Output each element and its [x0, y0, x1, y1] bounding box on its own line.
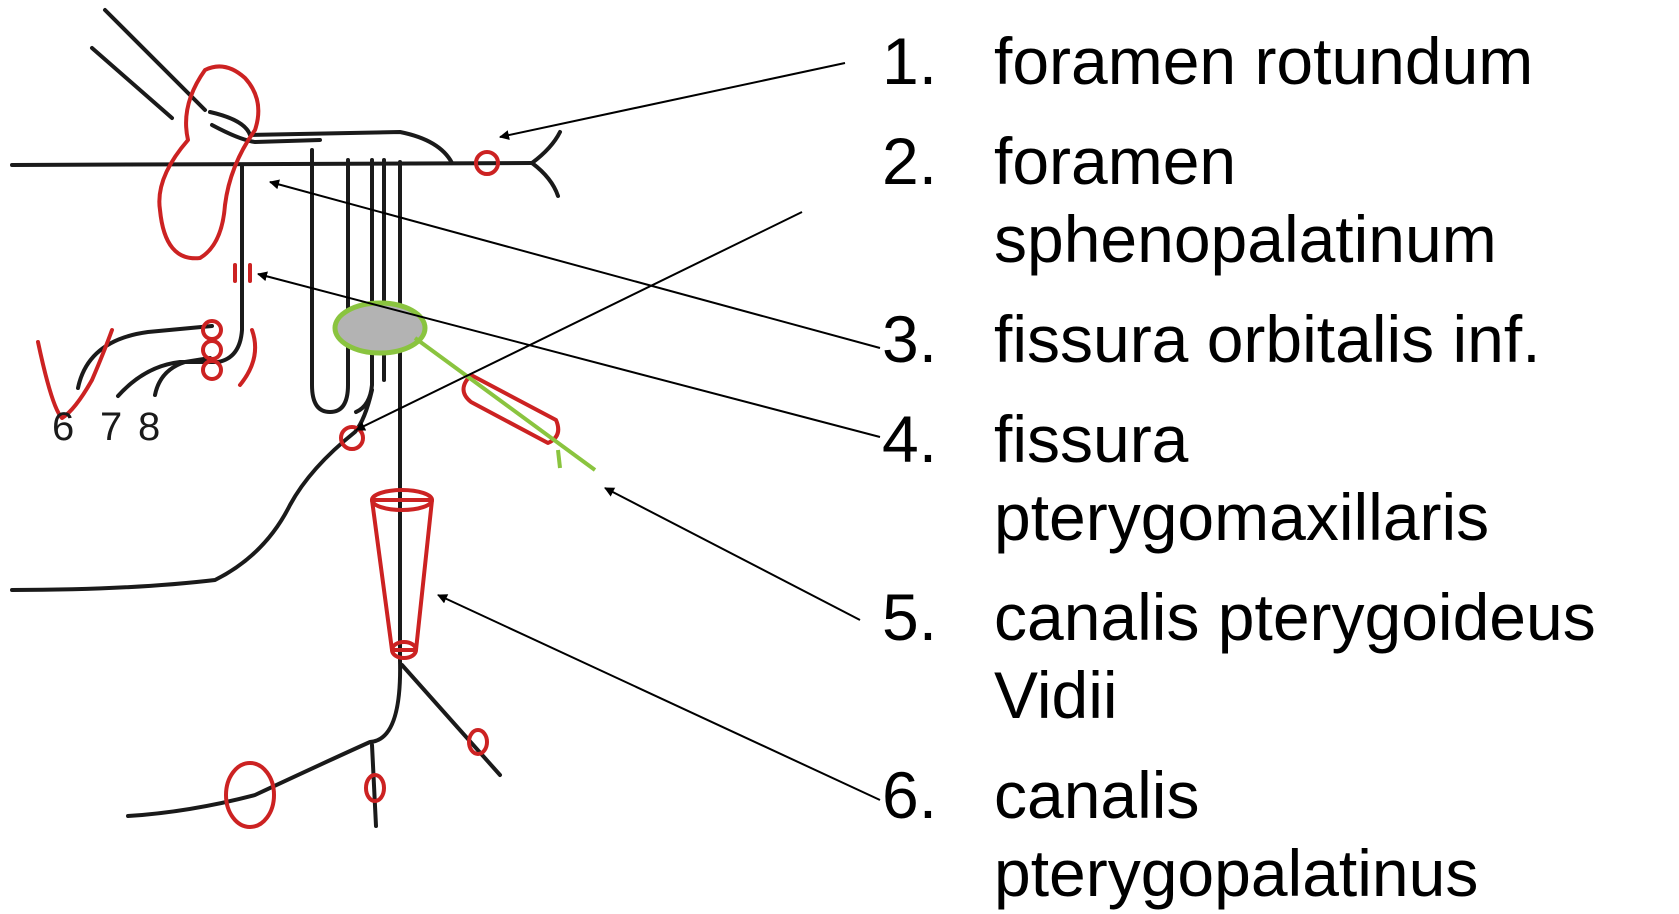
- vidian-nerve-fork: [556, 449, 562, 469]
- rotundum-loop-shape: [157, 64, 261, 261]
- legend-text: canalis pterygoideus: [994, 580, 1596, 654]
- vidian-nerve-line: [413, 336, 597, 472]
- vidian-canal-tube: [461, 373, 561, 445]
- pterygopalatine-ganglion: [332, 300, 428, 356]
- legend-number: 3.: [882, 302, 938, 376]
- nerve-number-labels: 6 7 8: [52, 405, 160, 449]
- legend-text: canalis: [994, 758, 1200, 832]
- legend-text-cont: pterygopalatinus: [994, 836, 1479, 910]
- nerve-label-6: 6: [52, 405, 74, 449]
- arrow-5-canalis-pterygoideus: [604, 487, 861, 621]
- upper-diagonal-inner: [90, 46, 174, 120]
- legend-text-cont: Vidii: [994, 658, 1118, 732]
- arrow-2-foramen-sphenopalatinum: [355, 211, 803, 431]
- lesser-palatine-foramen: [364, 773, 386, 803]
- legend-number: 6.: [882, 758, 938, 832]
- upper-bend: [208, 110, 454, 165]
- legend-number: 5.: [882, 580, 938, 654]
- u-shape-outer: [310, 148, 350, 414]
- left-vertical-wall: [116, 163, 244, 398]
- nerve-8: [153, 356, 212, 397]
- horizontal-skull-base-line: [10, 161, 534, 167]
- cone-top-ellipse: [370, 488, 434, 512]
- greater-palatine-foramen: [224, 761, 276, 829]
- branch-greater-palatine: [126, 658, 403, 818]
- legend-text: foramen rotundum: [994, 24, 1534, 98]
- branch-lesser-palatine: [370, 743, 378, 828]
- arrow-6-canalis-pterygopalatinus: [437, 594, 881, 801]
- pterygoid-hook-foramen: [339, 425, 365, 451]
- upper-bend-inner: [210, 123, 322, 144]
- nerve-ring-mid: [201, 339, 223, 361]
- black-outlines: [10, 8, 562, 828]
- upper-diagonal-outer: [103, 8, 207, 112]
- nerve-6: [76, 324, 214, 390]
- nerve-label-7: 7: [100, 405, 122, 449]
- orbit-fork-upper: [530, 130, 562, 165]
- pterygoid-canal-group: [332, 300, 597, 472]
- legend-text: fissura: [994, 402, 1189, 476]
- leader-arrows: [257, 62, 881, 801]
- arrow-1-foramen-rotundum: [499, 62, 846, 141]
- legend-text: foramen: [994, 124, 1237, 198]
- nerve-ring-bottom: [201, 359, 223, 381]
- right-branch-foramen: [467, 728, 489, 756]
- legend-text: fissura orbitalis inf.: [994, 302, 1541, 376]
- arrow-4-fissura-pterygomaxillaris: [257, 271, 881, 438]
- nerve-ring-top: [201, 319, 223, 341]
- orbit-fork-lower: [530, 161, 560, 198]
- legend-number: 4.: [882, 402, 938, 476]
- red-right-bracket: [238, 328, 257, 387]
- red-foramen-marks: [36, 64, 561, 829]
- red-left-bracket: [36, 328, 114, 420]
- cone-bottom-ellipse: [390, 640, 418, 660]
- legend-number: 2.: [882, 124, 938, 198]
- pterygoid-hook-curve: [10, 388, 374, 592]
- foramen-rotundum-circle: [474, 150, 500, 176]
- legend-number: 1.: [882, 24, 938, 98]
- branch-right: [400, 663, 502, 777]
- u-shape-inner: [354, 158, 374, 414]
- arrow-3-fissura-orbitalis-inf: [269, 179, 881, 349]
- nerve-label-8: 8: [138, 405, 160, 449]
- legend-text-cont: sphenopalatinum: [994, 202, 1497, 276]
- legend-text-cont: pterygomaxillaris: [994, 480, 1490, 554]
